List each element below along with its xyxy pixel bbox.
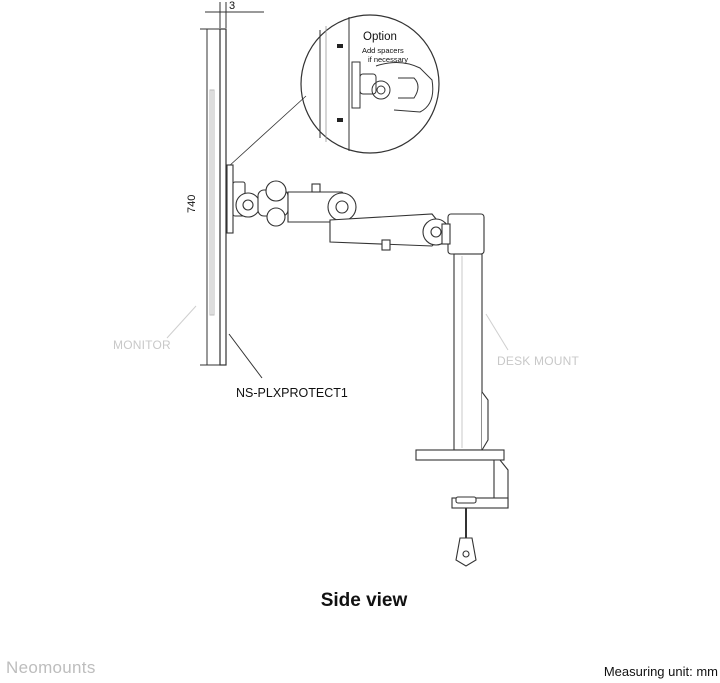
option-text-line2: if necessary <box>368 55 409 64</box>
leader-lines <box>166 95 509 379</box>
option-title: Option <box>363 31 397 43</box>
desk-mount <box>415 253 509 567</box>
thickness-dimension <box>205 2 264 28</box>
height-dimension-label: 740 <box>186 194 198 213</box>
view-title: Side view <box>320 590 408 611</box>
detail-callout <box>300 14 440 154</box>
monitor-label: MONITOR <box>113 338 171 352</box>
monitor-arm <box>226 164 485 255</box>
thickness-dimension-label: 3 <box>229 0 236 12</box>
option-text-line1: Add spacers <box>362 46 404 55</box>
monitor-panel <box>209 28 227 366</box>
desk-mount-label: DESK MOUNT <box>497 354 580 368</box>
height-dimension <box>200 28 220 366</box>
product-label: NS-PLXPROTECT1 <box>236 386 348 400</box>
brand-logo: Neomounts <box>6 658 96 677</box>
measuring-unit: Measuring unit: mm <box>603 664 718 679</box>
